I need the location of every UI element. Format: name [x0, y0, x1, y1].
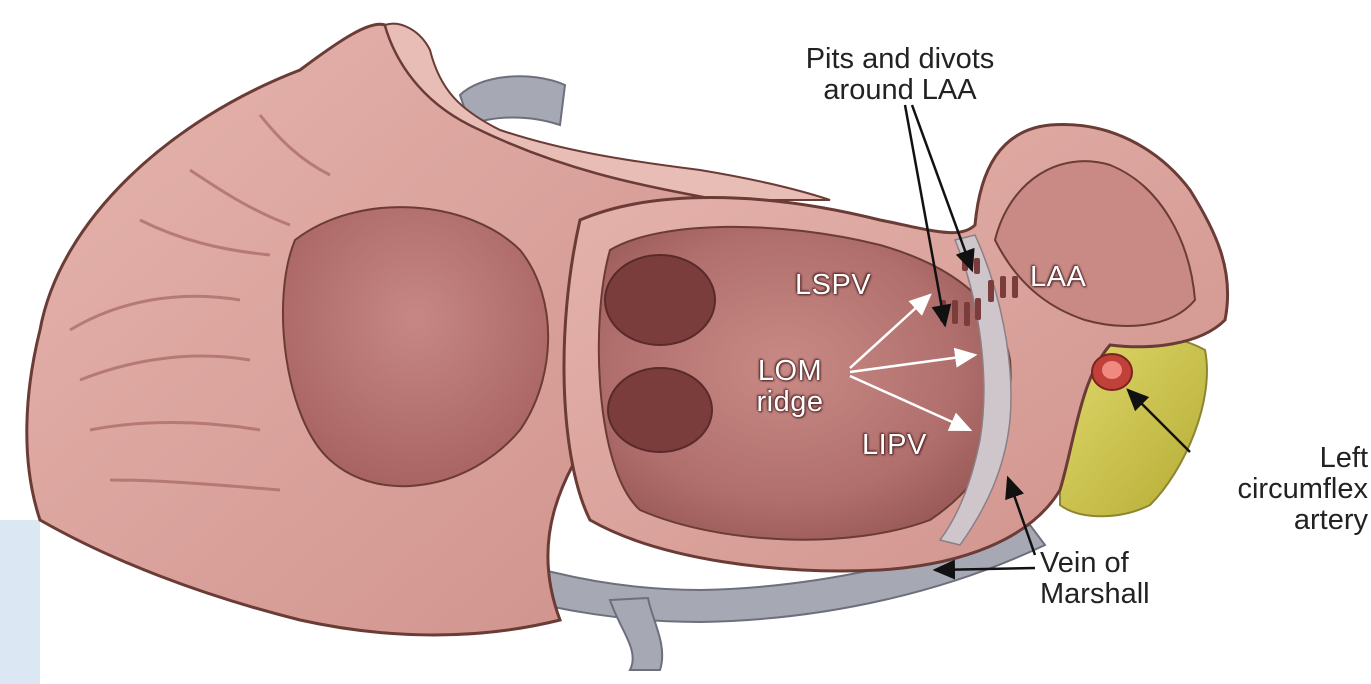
label-lipv: LIPV	[862, 430, 927, 461]
label-laa: LAA	[1030, 262, 1086, 293]
label-lom-ridge-line1: LOM	[735, 356, 845, 387]
label-lca-line3: artery	[1198, 505, 1368, 536]
label-lom-ridge-line2: ridge	[735, 387, 845, 418]
background-tint	[0, 520, 40, 684]
label-pits-divots: Pits and divots around LAA	[740, 44, 1060, 106]
label-lca-line2: circumflex	[1198, 474, 1368, 505]
label-lca-line1: Left	[1198, 443, 1368, 474]
label-pits-divots-line2: around LAA	[740, 75, 1060, 106]
label-lom-ridge: LOM ridge	[735, 356, 845, 418]
lipv-ostium	[608, 368, 712, 452]
label-left-circumflex-artery: Left circumflex artery	[1198, 443, 1368, 536]
label-lspv: LSPV	[795, 270, 871, 301]
lspv-ostium	[605, 255, 715, 345]
label-vom-line2: Marshall	[1040, 579, 1150, 610]
label-vein-of-marshall: Vein of Marshall	[1040, 548, 1150, 610]
circumflex-artery-lumen	[1102, 361, 1122, 379]
label-pits-divots-line1: Pits and divots	[740, 44, 1060, 75]
label-vom-line1: Vein of	[1040, 548, 1150, 579]
